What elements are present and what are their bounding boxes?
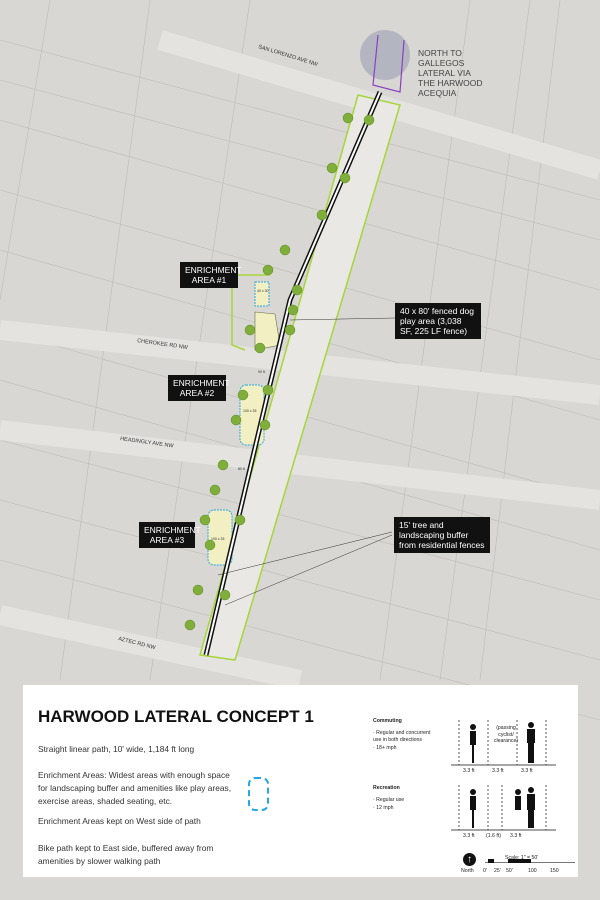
scale-tick: 50'	[506, 868, 513, 874]
recreation-bullet: · 12 mph	[373, 805, 394, 811]
dimension-label: 3.3 ft	[510, 833, 522, 839]
scale-label: Scale: 1" = 50'	[505, 855, 539, 861]
trees	[184, 112, 375, 631]
enrichment-label-2: ENRICHMENT AREA #2	[168, 375, 230, 401]
dog-park-callout: 40 x 80' fenced dog play area (3,038 SF,…	[395, 303, 481, 339]
north-arrow-icon: ↑	[463, 853, 476, 866]
area-dim: 100 x 35	[211, 537, 224, 541]
area-dim: 100 x 35	[243, 409, 256, 413]
scale-tick: 0'	[483, 868, 487, 874]
dimension-label: (1.6 ft)	[486, 833, 501, 839]
acequia-outline	[372, 34, 405, 93]
enrichment-label-1: ENRICHMENT AREA #1	[180, 262, 242, 288]
description-line: Enrichment Areas: Widest areas with enou…	[38, 770, 232, 806]
scale-tick: 100	[528, 868, 537, 874]
commuting-title: Commuting	[373, 718, 402, 724]
page-title: HARWOOD LATERAL CONCEPT 1	[38, 707, 314, 726]
description-line: Bike path kept to East side, buffered aw…	[38, 843, 214, 866]
cross-section-diagrams	[451, 720, 556, 831]
passing-clearance-label: (passing cyclist/ clearance)	[493, 725, 519, 744]
dimension-label: 3.3 ft	[521, 768, 533, 774]
buffer-callout: 15' tree and landscaping buffer from res…	[394, 517, 490, 553]
scale-tick: 150	[550, 868, 559, 874]
width-dim: 80 ft	[238, 467, 245, 471]
people-figures	[470, 722, 535, 828]
scale-tick: 25'	[494, 868, 501, 874]
area-dim: 40 x 30	[257, 289, 269, 293]
callout-leaders	[217, 317, 396, 606]
legend-panel: HARWOOD LATERAL CONCEPT 1 Straight linea…	[23, 685, 578, 877]
dimension-label: 3.3 ft	[492, 768, 504, 774]
dimension-label: 3.3 ft	[463, 833, 475, 839]
enrichment-label-3: ENRICHMENT AREA #3	[139, 522, 201, 548]
dimension-label: 3.3 ft	[463, 768, 475, 774]
recreation-bullet: · Regular use	[373, 797, 405, 803]
recreation-title: Recreation	[373, 785, 400, 791]
north-label: North	[461, 868, 474, 874]
enrichment-area-1	[254, 281, 270, 307]
width-dim: 90 ft	[258, 370, 265, 374]
description-line: Straight linear path, 10' wide, 1,184 ft…	[38, 744, 195, 754]
north-note: NORTH TO GALLEGOS LATERAL VIA THE HARWOO…	[418, 48, 483, 98]
commuting-bullet: · 18+ mph	[373, 745, 397, 751]
acequia-vegetation	[360, 30, 410, 80]
description-line: Enrichment Areas kept on West side of pa…	[38, 816, 201, 826]
commuting-bullet: · Regular and concurrent use in both dir…	[373, 730, 431, 743]
enrichment-legend-swatch	[248, 777, 269, 811]
